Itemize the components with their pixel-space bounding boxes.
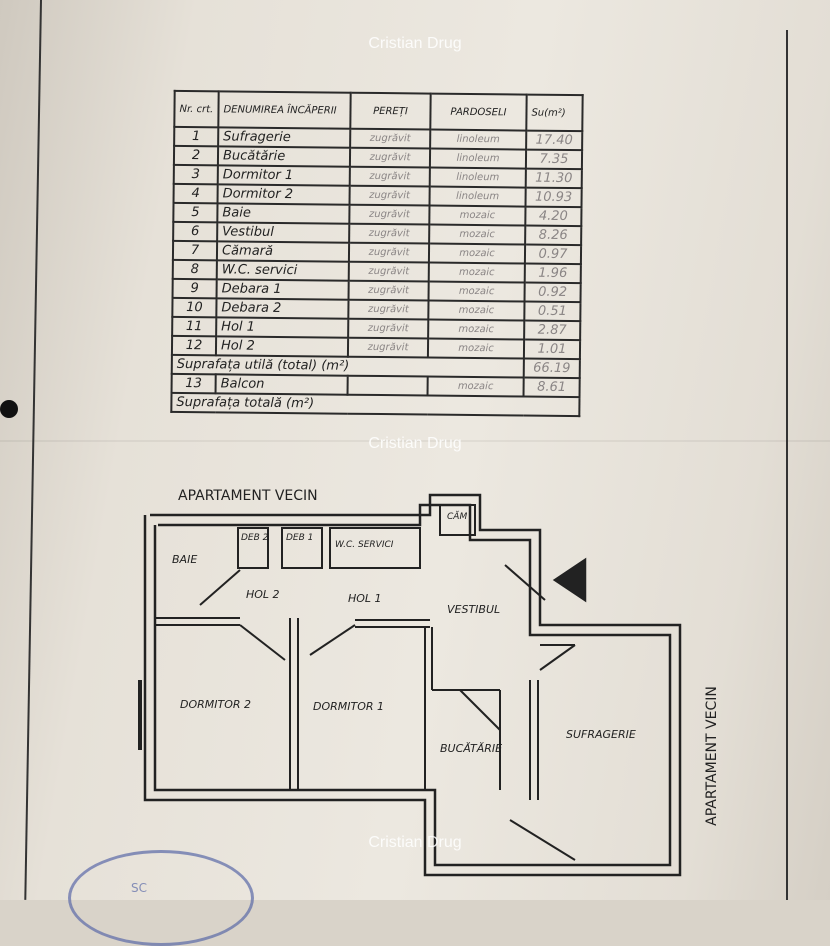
watermark: Cristian Drug: [368, 35, 462, 52]
room-vestibul: VESTIBUL: [447, 603, 501, 616]
room-debara-1: DEB 1: [286, 533, 314, 543]
room-hol-1: HOL 1: [348, 592, 382, 605]
room-sufragerie: SUFRAGERIE: [566, 728, 636, 741]
entrance-arrow-icon: [552, 557, 587, 603]
neighbor-apartment-right: APARTAMENT VECIN: [703, 686, 720, 826]
floor-plan: [138, 493, 682, 877]
room-baie: BAIE: [172, 553, 198, 566]
room-bucatarie: BUCĂTĂRIE: [440, 742, 503, 755]
room-wc: W.C. SERVICI: [335, 540, 394, 550]
neighbor-apartment-top: APARTAMENT VECIN: [178, 488, 318, 504]
page-border-right: [786, 30, 788, 900]
fold-line: [0, 440, 830, 442]
room-camara: CĂM: [447, 512, 468, 522]
watermark: Cristian Drug: [368, 834, 462, 851]
room-debara-2: DEB 2: [241, 533, 269, 543]
interior-walls: [138, 504, 576, 861]
room-dormitor-1: DORMITOR 1: [313, 700, 385, 713]
room-hol-2: HOL 2: [246, 588, 280, 601]
punch-hole: [0, 400, 18, 418]
room-dormitor-2: DORMITOR 2: [180, 698, 252, 711]
outer-walls: [143, 493, 682, 877]
watermark: Cristian Drug: [368, 435, 462, 452]
official-stamp: SC: [68, 850, 254, 946]
